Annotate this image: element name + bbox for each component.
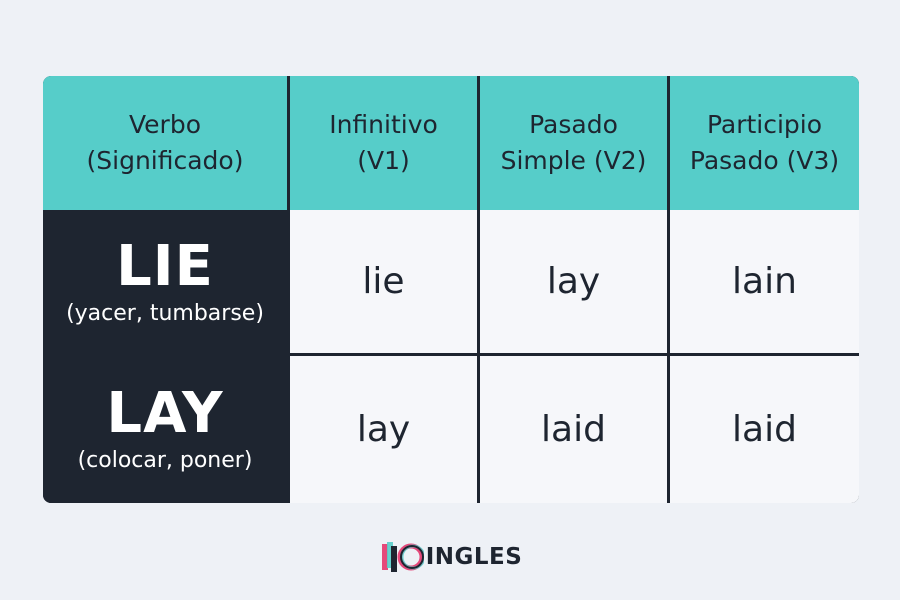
verb-cell-lie: LIE (yacer, tumbarse) (43, 210, 287, 356)
header-verb-meaning: Verbo (Significado) (43, 76, 287, 210)
header-line: Simple (V2) (500, 146, 647, 175)
verb-conjugation-table: Verbo (Significado) Infinitivo (V1) Pasado… (43, 76, 859, 503)
logo-mark-icon (381, 542, 424, 572)
cell-lie-v2: lay (477, 210, 667, 356)
header-infinitive: Infinitivo (V1) (287, 76, 477, 210)
cell-lie-v1: lie (287, 210, 477, 356)
cell-lay-v1: lay (287, 356, 477, 503)
verb-meaning: (colocar, poner) (77, 447, 253, 473)
header-line: Pasado (529, 110, 618, 139)
cell-lie-v3: lain (667, 210, 859, 356)
verb-name: LIE (116, 234, 214, 299)
header-line: Pasado (V3) (689, 146, 840, 175)
header-line: Verbo (129, 110, 201, 139)
header-line: Infinitivo (329, 110, 438, 139)
verb-cell-lay: LAY (colocar, poner) (43, 356, 287, 503)
header-line: (V1) (357, 146, 410, 175)
verb-meaning: (yacer, tumbarse) (66, 301, 264, 326)
header-line: Participio (706, 110, 823, 139)
header-line: (Significado) (86, 146, 244, 175)
cell-lay-v2: laid (477, 356, 667, 503)
cell-lay-v3: laid (667, 356, 859, 503)
logo-text: INGLES (425, 544, 523, 570)
brand-logo: INGLES (0, 540, 900, 574)
verb-name: LAY (106, 380, 224, 446)
